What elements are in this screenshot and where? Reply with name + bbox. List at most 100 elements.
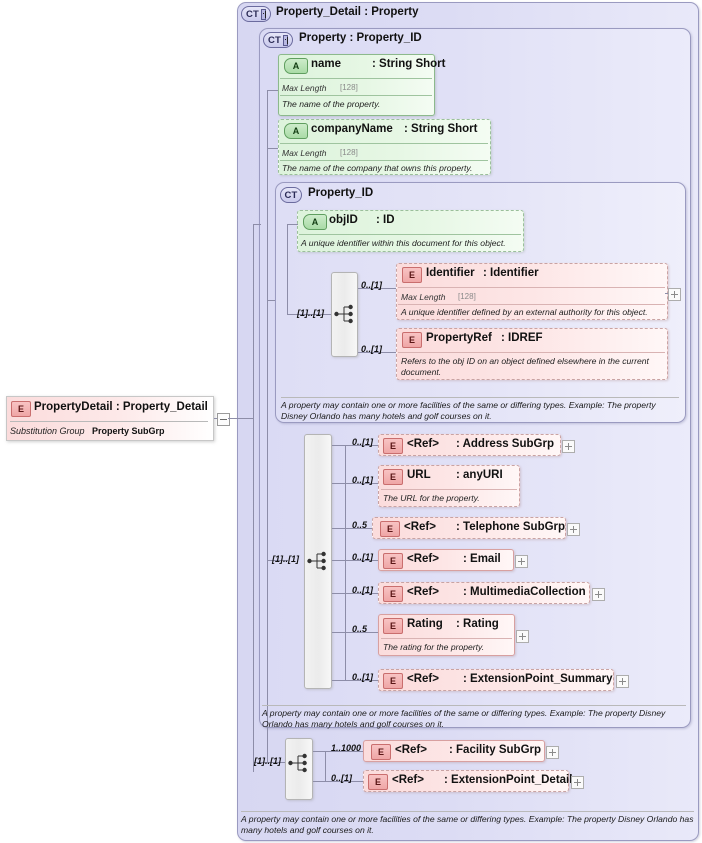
ct-tag-property-id[interactable]: CT (280, 187, 302, 203)
ct-tag-label-property: CT (268, 34, 282, 46)
detail-branch-trunk (325, 751, 326, 781)
a-tag-label-objid: A (311, 217, 319, 227)
element-extension-summary-type: : ExtensionPoint_Summary (463, 673, 613, 685)
element-url-label: URL (407, 469, 431, 481)
line-summary-child-7 (332, 680, 378, 681)
e-tag-identifier: E (402, 267, 422, 283)
e-tag-label-identifier: E (408, 270, 415, 280)
occurrence-property-ref: 0..[1] (361, 344, 383, 354)
e-tag-url: E (383, 469, 403, 485)
attribute-box-company-name[interactable] (278, 119, 491, 175)
ct-tag-outer[interactable]: CT (241, 6, 271, 22)
element-property-ref-doc: Refers to the obj ID on an object define… (401, 356, 649, 377)
expand-email-button[interactable] (515, 555, 528, 568)
container-property-title: Property : Property_ID (299, 32, 422, 44)
occurrence-choice-detail: [1]..[1] (254, 756, 281, 766)
tree-branch-detail-choice (253, 762, 285, 763)
annotation-outer-container: A property may contain one or more facil… (241, 814, 694, 835)
element-box-extension-point-summary[interactable] (378, 669, 614, 691)
attribute-company-facet-value: [128] (340, 148, 358, 157)
choice-symbol-summary (307, 551, 326, 571)
e-tag-label-rating: E (389, 621, 396, 631)
expand-identifier-button[interactable] (668, 288, 681, 301)
expand-extension-detail-button[interactable] (571, 776, 584, 789)
element-facility-subgrp-label: <Ref> (395, 744, 427, 756)
occurrence-extension-point-detail: 0..[1] (331, 773, 353, 783)
attribute-box-objid[interactable] (297, 210, 524, 252)
choice-symbol-property-id (334, 304, 353, 324)
line-summary-child-2 (332, 483, 378, 484)
substitution-group-label: Substitution Group (10, 426, 85, 436)
line-summary-child-4 (332, 560, 378, 561)
element-address-subgrp-type: : Address SubGrp (456, 438, 554, 450)
a-tag-objid: A (303, 214, 327, 230)
expand-address-subgrp-button[interactable] (562, 440, 575, 453)
line-detail-child-2 (313, 781, 363, 782)
root-element-name: PropertyDetail : Property_Detail (34, 401, 208, 413)
e-tag-label-property-ref: E (408, 335, 415, 345)
root-element-box-property-detail[interactable] (6, 396, 214, 441)
a-tag-label-company: A (292, 126, 300, 136)
attribute-objid-doc: A unique identifier within this document… (301, 238, 506, 248)
ct-tag-property[interactable]: CT (263, 32, 293, 48)
line-summary-child-3 (332, 528, 372, 529)
substitution-group-value: Property SubGrp (92, 426, 165, 436)
element-telephone-subgrp-type: : Telephone SubGrp (456, 521, 566, 533)
e-tag-extension-summary: E (383, 673, 403, 689)
tree-trunk-property (267, 90, 268, 762)
expand-facility-subgrp-button[interactable] (546, 746, 559, 759)
collapse-root-button[interactable] (217, 413, 230, 426)
root-element-name-text: PropertyDetail (34, 401, 113, 413)
attribute-name-label: name (311, 58, 342, 70)
tree-branch-company-attr (267, 148, 278, 149)
e-tag-telephone-subgrp: E (380, 521, 400, 537)
occurrence-extension-point-summary: 0..[1] (352, 672, 374, 682)
element-box-facility-subgrp[interactable] (363, 740, 545, 762)
annotation-property-id: A property may contain one or more facil… (281, 400, 656, 421)
expand-extension-summary-button[interactable] (616, 675, 629, 688)
a-tag-name: A (284, 58, 308, 74)
element-box-identifier[interactable] (396, 263, 668, 320)
element-rating-doc: The rating for the property. (383, 642, 485, 652)
element-box-telephone-subgrp[interactable] (372, 517, 566, 539)
expand-telephone-subgrp-button[interactable] (567, 523, 580, 536)
element-identifier-facet-value: [128] (458, 292, 476, 301)
element-property-ref-label: PropertyRef (426, 332, 492, 344)
occurrence-url: 0..[1] (352, 475, 374, 485)
attribute-name-facet: Max Length (282, 83, 327, 93)
occurrence-choice-property-id: [1]..[1] (297, 308, 324, 318)
tree-line-vertical-propid (287, 224, 288, 314)
element-identifier-type: : Identifier (483, 267, 539, 279)
a-tag-label: A (292, 61, 300, 71)
choice-compositor-detail[interactable] (285, 738, 313, 800)
attribute-name-facet-value: [128] (340, 83, 358, 92)
element-url-doc: The URL for the property. (383, 493, 480, 503)
e-tag-label-extension-summary: E (389, 676, 396, 686)
tree-branch-summary-choice (267, 560, 288, 561)
e-tag-label-root: E (17, 404, 24, 414)
plus-icon[interactable] (283, 34, 288, 46)
line-choice-to-propertyref (358, 352, 396, 353)
element-box-property-ref[interactable] (396, 328, 668, 380)
attribute-company-facet: Max Length (282, 148, 327, 158)
expand-rating-button[interactable] (516, 630, 529, 643)
element-box-email[interactable] (378, 549, 514, 571)
plus-icon[interactable] (261, 8, 266, 20)
element-box-address-subgrp[interactable] (378, 434, 561, 456)
choice-symbol-detail (288, 753, 307, 773)
e-tag-label-telephone: E (386, 524, 393, 534)
occurrence-facility-subgrp: 1..1000 (331, 743, 362, 753)
attribute-company-name-type: : String Short (404, 123, 478, 135)
expand-multimedia-button[interactable] (592, 588, 605, 601)
element-email-label: <Ref> (407, 553, 439, 565)
element-identifier-doc: A unique identifier defined by an extern… (401, 307, 648, 317)
summary-branch-trunk (345, 445, 346, 680)
occurrence-email: 0..[1] (352, 552, 374, 562)
annotation-summary-group: A property may contain one or more facil… (262, 708, 666, 729)
element-multimedia-label: <Ref> (407, 586, 439, 598)
element-box-multimedia-collection[interactable] (378, 582, 590, 604)
attribute-company-doc: The name of the company that owns this p… (282, 163, 473, 173)
element-box-extension-point-detail[interactable] (363, 770, 569, 792)
outer-container-title: Property_Detail : Property (276, 6, 419, 18)
